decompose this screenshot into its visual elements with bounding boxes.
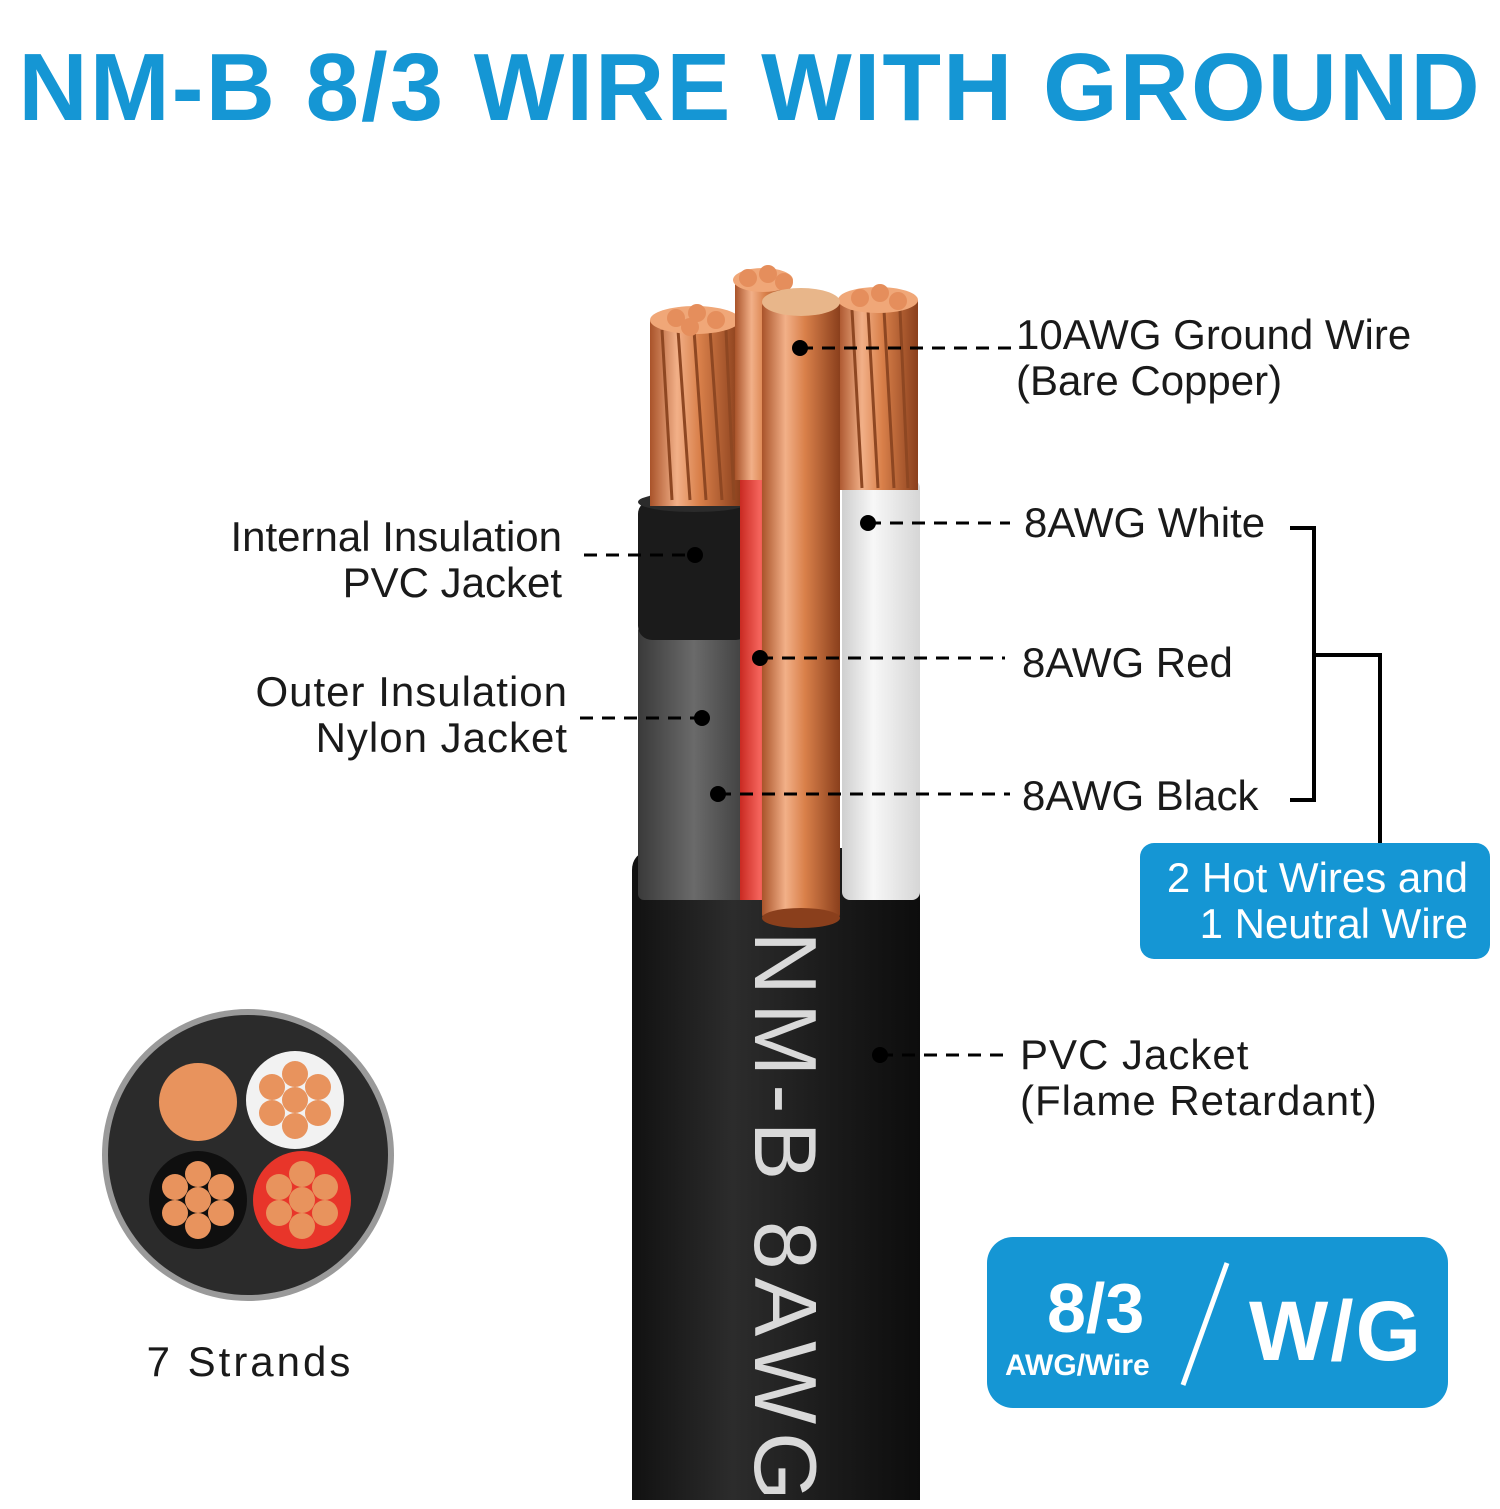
with-ground-mark: W/G — [1249, 1284, 1423, 1378]
gauge-badge: 8/3 AWG/Wire W/G — [987, 1237, 1448, 1408]
internal-insulation-label-line2: PVC Jacket — [342, 559, 562, 606]
cross-section-diagram — [102, 1009, 394, 1301]
strands-caption: 7 Strands — [146, 1338, 354, 1385]
ground-wire-label: 10AWG Ground Wire (Bare Copper) — [1016, 312, 1411, 404]
outer-insulation-label-line2: Nylon Jacket — [315, 714, 568, 761]
hot-neutral-callout-line1: 2 Hot Wires and — [1166, 854, 1468, 901]
leader-lines — [580, 346, 1018, 1057]
ground-wire-label-line2: (Bare Copper) — [1016, 357, 1283, 404]
ground-wire-label-line1: 10AWG Ground Wire — [1016, 311, 1412, 358]
pvc-jacket-label-line1: PVC Jacket — [1020, 1031, 1250, 1078]
white-wire-label: 8AWG White — [1024, 499, 1266, 546]
page-title: NM-B 8/3 WIRE WITH GROUND — [18, 34, 1482, 141]
pvc-jacket-label: PVC Jacket (Flame Retardant) — [1020, 1032, 1378, 1124]
leader-dots — [687, 340, 888, 1063]
slash-divider — [1180, 1262, 1230, 1386]
cable-marking: NM-B 8AWG — [736, 931, 835, 1509]
gauge-value: 8/3 — [1047, 1269, 1145, 1347]
outer-insulation-label: Outer Insulation Nylon Jacket — [200, 669, 568, 761]
red-wire-label: 8AWG Red — [1022, 639, 1233, 686]
internal-insulation-label: Internal Insulation PVC Jacket — [200, 514, 562, 606]
hot-neutral-callout-line2: 1 Neutral Wire — [1199, 900, 1468, 947]
black-conductor-strands — [650, 304, 740, 506]
hot-neutral-callout: 2 Hot Wires and 1 Neutral Wire — [1140, 843, 1490, 959]
gauge-unit: AWG/Wire — [1005, 1349, 1150, 1382]
black-conductor-insulation — [638, 500, 750, 640]
internal-insulation-label-line1: Internal Insulation — [230, 513, 562, 560]
outer-insulation-label-line1: Outer Insulation — [255, 668, 568, 715]
pvc-jacket-label-line2: (Flame Retardant) — [1020, 1077, 1378, 1124]
white-conductor-strands — [838, 284, 918, 490]
ground-wire — [762, 288, 840, 928]
outer-pvc-jacket — [632, 848, 920, 1500]
black-wire-label: 8AWG Black — [1022, 772, 1259, 819]
white-conductor-insulation — [842, 480, 920, 900]
hot-wires-bracket — [1290, 526, 1382, 845]
black-conductor-nylon — [638, 625, 750, 900]
